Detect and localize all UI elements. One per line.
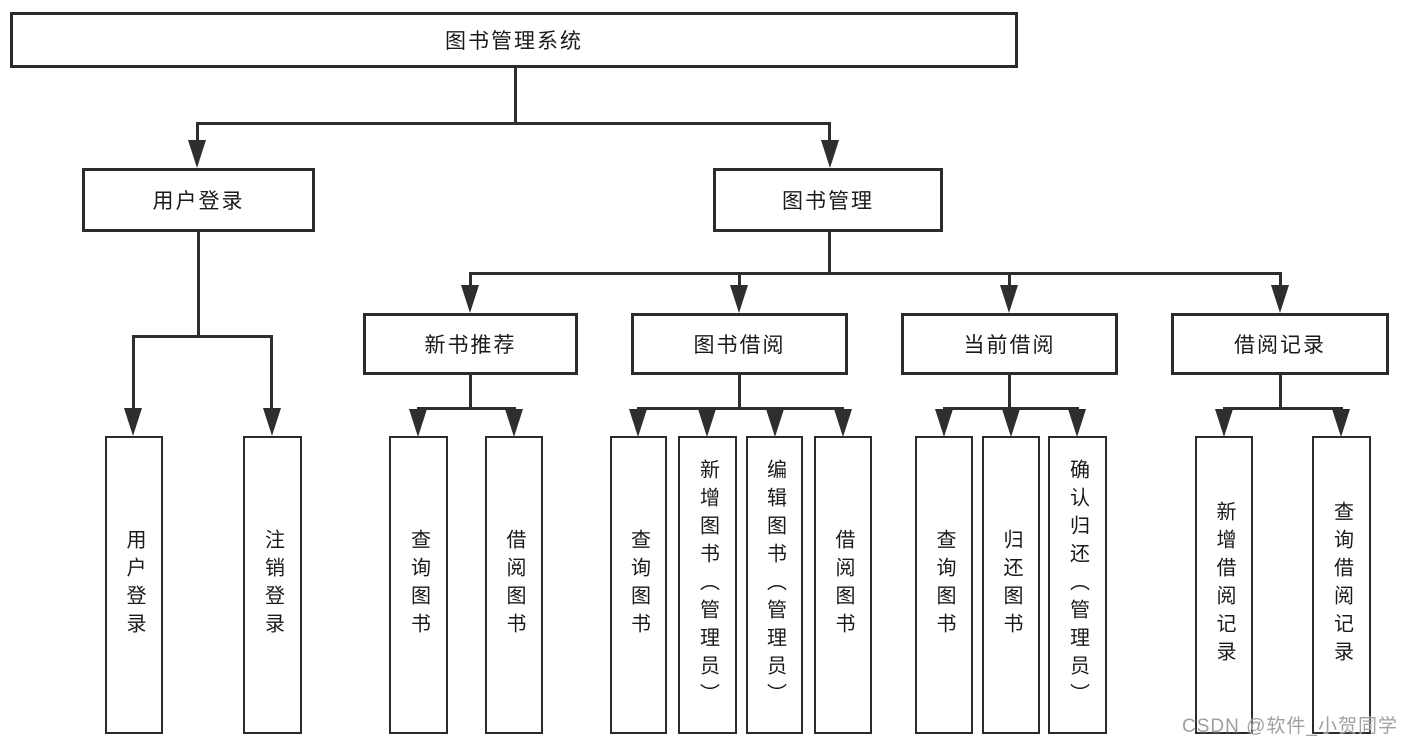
connector-line [132, 335, 273, 338]
leaf-borrow-books: 借阅图书 [814, 436, 872, 734]
connector-line [469, 272, 472, 288]
arrow-down-icon [505, 409, 523, 437]
connector-line [469, 375, 472, 410]
arrow-down-icon [1000, 285, 1018, 313]
connector-line [132, 335, 135, 413]
leaf-query-books-borrow: 查询图书 [610, 436, 667, 734]
arrow-down-icon [629, 409, 647, 437]
node-book-management-branch: 图书管理 [713, 168, 943, 232]
connector-line [514, 68, 517, 124]
leaf-confirm-return-admin: 确认归还（管理员） [1048, 436, 1107, 734]
leaf-query-books-current: 查询图书 [915, 436, 973, 734]
node-borrow-records: 借阅记录 [1171, 313, 1389, 375]
leaf-user-login: 用户登录 [105, 436, 163, 734]
leaf-borrow-books-recommend: 借阅图书 [485, 436, 543, 734]
arrow-down-icon [1332, 409, 1350, 437]
csdn-watermark: CSDN @软件_小贺同学 [1182, 716, 1398, 737]
connector-line [738, 375, 741, 410]
leaf-query-borrow-record: 查询借阅记录 [1312, 436, 1371, 734]
connector-line [469, 272, 1282, 275]
arrow-down-icon [821, 140, 839, 168]
connector-line [270, 335, 273, 413]
arrow-down-icon [124, 408, 142, 436]
connector-line [637, 407, 844, 410]
arrow-down-icon [409, 409, 427, 437]
connector-line [197, 232, 200, 337]
arrow-down-icon [730, 285, 748, 313]
node-new-book-recommend: 新书推荐 [363, 313, 578, 375]
connector-line [417, 407, 516, 410]
arrow-down-icon [1271, 285, 1289, 313]
node-root-system: 图书管理系统 [10, 12, 1018, 68]
connector-line [828, 122, 831, 146]
leaf-add-books-admin: 新增图书（管理员） [678, 436, 737, 734]
connector-line [1279, 375, 1282, 410]
leaf-edit-books-admin: 编辑图书（管理员） [746, 436, 803, 734]
node-book-borrow: 图书借阅 [631, 313, 848, 375]
arrow-down-icon [935, 409, 953, 437]
connector-line [828, 232, 831, 275]
arrow-down-icon [461, 285, 479, 313]
connector-line [738, 272, 741, 288]
arrow-down-icon [698, 409, 716, 437]
connector-line [196, 122, 831, 125]
arrow-down-icon [1002, 409, 1020, 437]
connector-line [943, 407, 1079, 410]
leaf-query-books-recommend: 查询图书 [389, 436, 448, 734]
leaf-logout: 注销登录 [243, 436, 302, 734]
leaf-add-borrow-record: 新增借阅记录 [1195, 436, 1253, 734]
arrow-down-icon [1068, 409, 1086, 437]
connector-line [196, 122, 199, 146]
arrow-down-icon [1215, 409, 1233, 437]
node-current-borrow: 当前借阅 [901, 313, 1118, 375]
connector-line [1008, 375, 1011, 410]
arrow-down-icon [766, 409, 784, 437]
connector-line [1279, 272, 1282, 288]
connector-line [1223, 407, 1343, 410]
node-user-login-branch: 用户登录 [82, 168, 315, 232]
connector-line [1008, 272, 1011, 288]
arrow-down-icon [188, 140, 206, 168]
arrow-down-icon [834, 409, 852, 437]
arrow-down-icon [263, 408, 281, 436]
leaf-return-books: 归还图书 [982, 436, 1040, 734]
